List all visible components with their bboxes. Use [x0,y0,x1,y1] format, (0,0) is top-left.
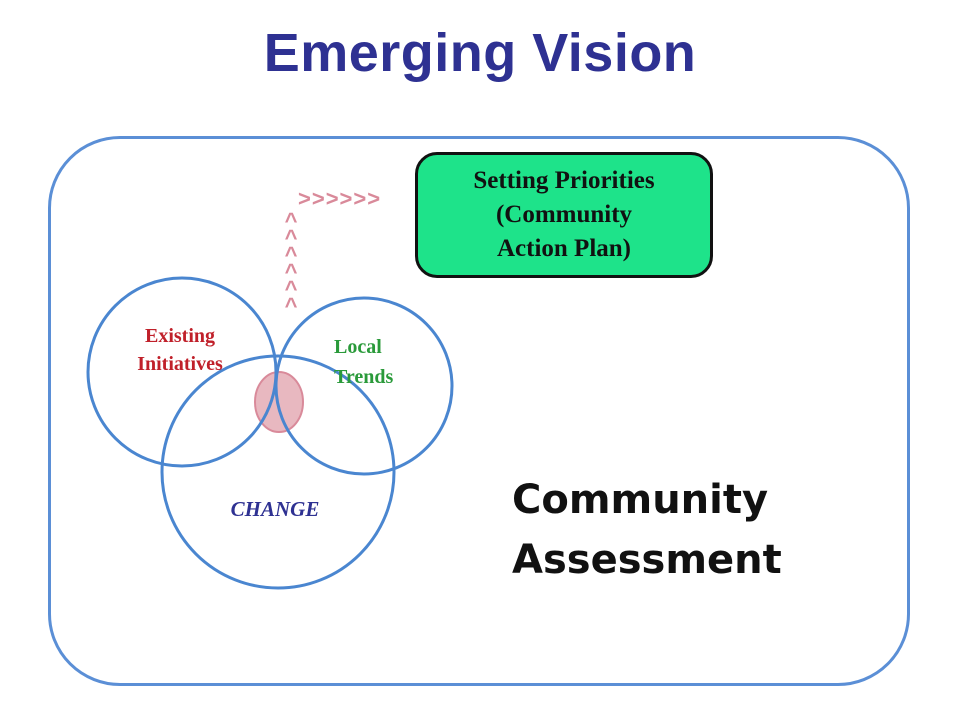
caret-arrow: ^ [284,293,298,318]
slide-title: Emerging Vision [263,23,697,83]
caret-arrow: ^ [284,259,298,284]
change-circle [160,354,396,590]
community-assessment-label: Community Assessment [512,477,782,583]
caret-arrow: ^ [284,276,298,301]
caret-arrow: ^ [284,225,298,250]
vertical-arrow: ^ ^ ^ ^ ^ ^ [282,208,300,318]
caret-arrow: ^ [284,208,298,233]
horizontal-arrow: >>>>>> [298,186,382,211]
intersection-highlight [254,371,304,433]
change-label: CHANGE [230,497,320,521]
local-trends-circle [274,296,454,476]
setting-priorities-box: Setting Priorities (Community Action Pla… [415,152,713,278]
existing-initiatives-label: Existing Initiatives [137,325,223,375]
setting-priorities-label: Setting Priorities (Community Action Pla… [473,167,655,262]
caret-arrow: ^ [284,242,298,267]
local-trends-label: Local Trends [334,336,394,388]
community-assessment-frame [48,136,910,686]
